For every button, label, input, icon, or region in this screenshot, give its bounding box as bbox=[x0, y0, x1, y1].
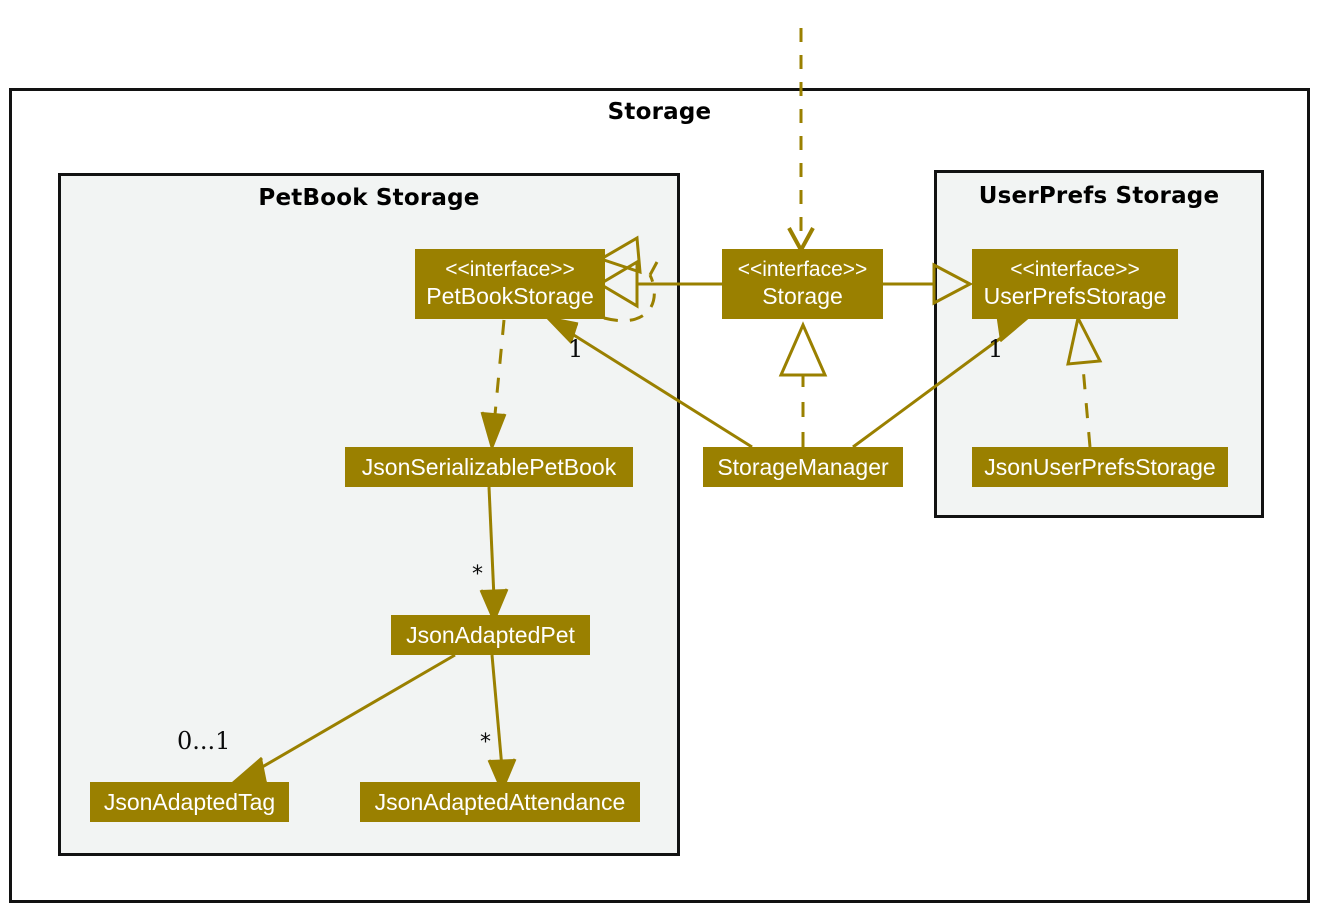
jsonserializablepetbook-name: JsonSerializablePetBook bbox=[361, 453, 617, 480]
multiplicity-jsonadaptedattendance-many: * bbox=[480, 730, 491, 755]
class-box-jsonuserprefsstorage[interactable]: JsonUserPrefsStorage bbox=[972, 447, 1228, 487]
userprefsstorage-stereotype: <<interface>> bbox=[1010, 258, 1140, 282]
jsonadaptedtag-name: JsonAdaptedTag bbox=[103, 788, 276, 815]
class-box-petbookstorage[interactable]: <<interface>> PetBookStorage bbox=[415, 249, 605, 319]
multiplicity-jsonadaptedpet-many: * bbox=[472, 562, 483, 587]
package-userprefs-storage-title: UserPrefs Storage bbox=[978, 183, 1220, 209]
class-box-jsonadaptedtag[interactable]: JsonAdaptedTag bbox=[90, 782, 289, 822]
class-box-jsonadaptedpet[interactable]: JsonAdaptedPet bbox=[391, 615, 590, 655]
class-box-storagemanager[interactable]: StorageManager bbox=[703, 447, 903, 487]
userprefsstorage-name: UserPrefsStorage bbox=[983, 282, 1167, 309]
storagemanager-name: StorageManager bbox=[717, 453, 889, 480]
class-box-storage[interactable]: <<interface>> Storage bbox=[722, 249, 883, 319]
jsonadaptedpet-name: JsonAdaptedPet bbox=[406, 621, 575, 648]
storage-name: Storage bbox=[762, 282, 843, 309]
petbookstorage-name: PetBookStorage bbox=[426, 282, 594, 309]
multiplicity-petbookstorage-one: 1 bbox=[568, 335, 584, 363]
class-box-jsonserializablepetbook[interactable]: JsonSerializablePetBook bbox=[345, 447, 633, 487]
jsonadaptedattendance-name: JsonAdaptedAttendance bbox=[374, 788, 626, 815]
class-box-userprefsstorage[interactable]: <<interface>> UserPrefsStorage bbox=[972, 249, 1178, 319]
multiplicity-userprefsstorage-one: 1 bbox=[988, 335, 1004, 363]
class-box-jsonadaptedattendance[interactable]: JsonAdaptedAttendance bbox=[360, 782, 640, 822]
package-storage-title: Storage bbox=[607, 99, 712, 125]
storage-stereotype: <<interface>> bbox=[737, 258, 868, 282]
package-petbook-storage-title: PetBook Storage bbox=[258, 185, 480, 211]
multiplicity-jsonadaptedtag-zero-to-one: 0...1 bbox=[177, 727, 231, 755]
petbookstorage-stereotype: <<interface>> bbox=[445, 258, 575, 282]
jsonuserprefsstorage-name: JsonUserPrefsStorage bbox=[984, 453, 1216, 480]
